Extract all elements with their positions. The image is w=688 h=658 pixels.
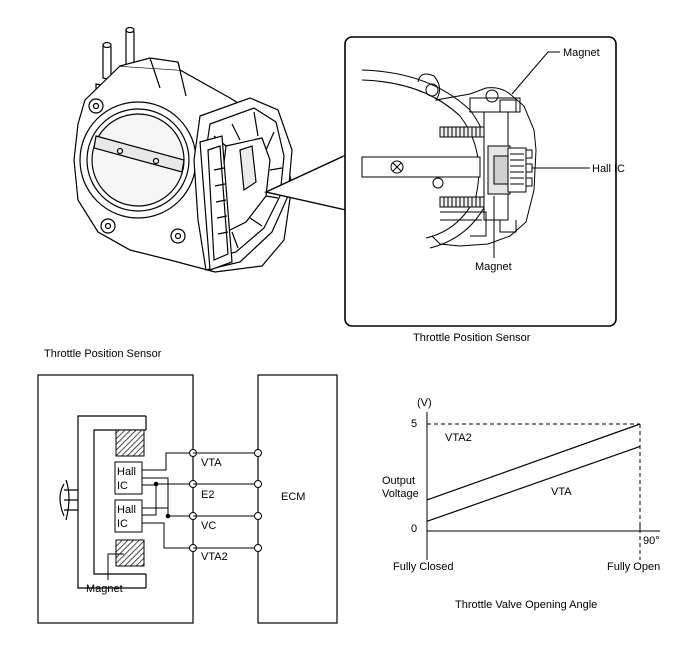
hall-ic-lower [114, 499, 143, 533]
hall-ic-lower-line2: IC [117, 518, 128, 530]
ecm-terminals [254, 449, 262, 552]
e2-junction [153, 481, 159, 487]
inset-label-magnet-top: Magnet [563, 47, 600, 59]
pin-vta-label: VTA [201, 457, 222, 469]
pin-vta2-label: VTA2 [201, 551, 228, 563]
inset-label-hall-ic: Hall IC [592, 163, 625, 175]
graph-x-right-label: Fully Open [607, 561, 660, 573]
sensor-inset: Magnet Hall IC Magnet [344, 36, 625, 327]
series-vta2-label: VTA2 [445, 432, 472, 444]
graph-ytick-0: 0 [411, 523, 417, 535]
graph-xlabel: Throttle Valve Opening Angle [455, 599, 597, 611]
pin-e2-label: E2 [201, 489, 214, 501]
circuit-magnet-label: Magnet [86, 583, 123, 595]
hall-ic-lower-line1: Hall [117, 504, 136, 516]
inset-label-magnet-bottom: Magnet [475, 261, 512, 273]
throttle-body-illustration [73, 26, 293, 273]
inset-caption: Throttle Position Sensor [413, 332, 531, 344]
magnet-upper [115, 429, 145, 457]
series-vta2-line [426, 423, 641, 501]
graph-ylabel-line2: Voltage [382, 488, 419, 500]
ecm-box [257, 374, 338, 624]
series-vta-line [426, 445, 641, 522]
series-vta-label: VTA [551, 486, 572, 498]
graph-ylabel-line1: Output [382, 475, 415, 487]
magnet-lower [115, 539, 145, 567]
ecm-label: ECM [281, 491, 305, 503]
circuit-title: Throttle Position Sensor [44, 348, 162, 360]
graph-ytick-5: 5 [411, 418, 417, 430]
sensor-box [37, 374, 194, 624]
voltage-graph: (V) 5 0 Output Voltage VTA2 VTA 90° Full… [382, 397, 660, 611]
graph-x-left-label: Fully Closed [393, 561, 454, 573]
inset-frame [344, 36, 617, 327]
vc-junction [165, 513, 171, 519]
graph-90-label: 90° [643, 535, 660, 547]
hall-ic-upper-line2: IC [117, 480, 128, 492]
pin-vc-label: VC [201, 520, 216, 532]
graph-unit-label: (V) [417, 397, 432, 409]
hall-ic-upper [114, 461, 143, 495]
hall-ic-upper-line1: Hall [117, 466, 136, 478]
